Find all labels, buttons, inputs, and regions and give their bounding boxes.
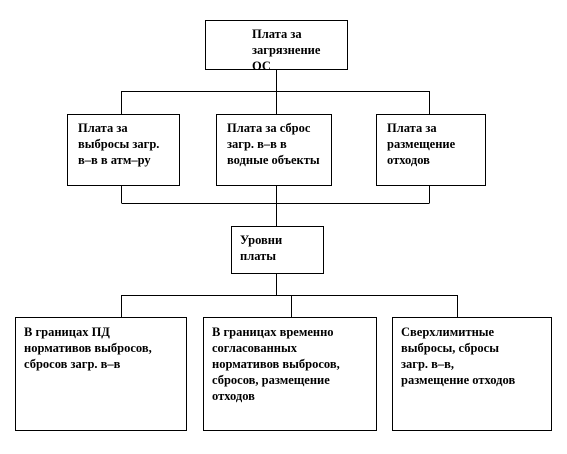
node-level-within-limits: В границах ПД нормативов выбросов, сброс…: [15, 317, 187, 431]
node-water-discharge-fee: Плата за сброс загр. в–в в водные объект…: [216, 114, 332, 186]
node-waste-disposal-fee: Плата за размещение отходов: [376, 114, 486, 186]
node-air-emissions-fee: Плата за выбросы загр. в–в в атм–ру: [67, 114, 180, 186]
node-fee-levels: Уровни платы: [231, 226, 324, 274]
node-level-temporary-limits: В границах временно согласованных нормат…: [203, 317, 377, 431]
node-level-over-limits: Сверхлимитные выбросы, сбросы загр. в–в,…: [392, 317, 552, 431]
node-pollution-fee: Плата за загрязнение ОС: [205, 20, 348, 73]
